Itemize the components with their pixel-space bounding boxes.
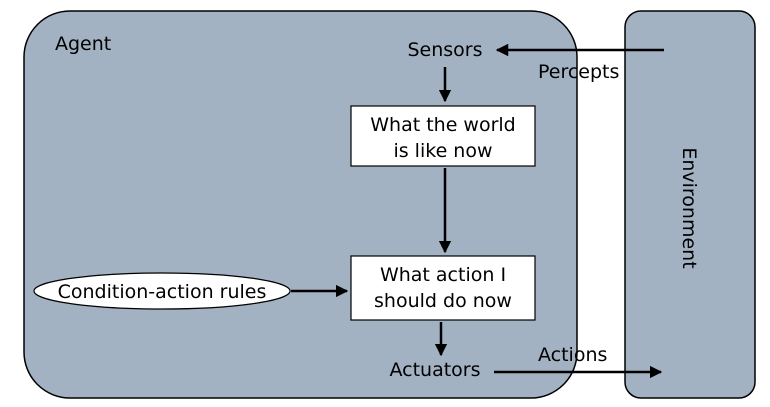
agent-label: Agent	[55, 33, 111, 55]
agent-container	[23, 10, 578, 399]
rules-label: Condition-action rules	[58, 281, 267, 303]
action-choice-box	[350, 255, 536, 321]
sensors-label: Sensors	[407, 39, 482, 61]
rules-ellipse	[33, 272, 291, 310]
world-state-line-2: is like now	[393, 140, 492, 162]
actuators-label: Actuators	[389, 359, 480, 381]
action-choice-line-1: What action I	[380, 264, 506, 286]
world-state-line-1: What the world	[370, 114, 516, 136]
action-choice-line-2: should do now	[374, 290, 512, 312]
edge-actions-label: Actions	[538, 344, 607, 366]
environment-container	[624, 10, 756, 399]
environment-label: Environment	[678, 147, 700, 268]
edge-percepts-label: Percepts	[538, 61, 619, 83]
world-state-box	[350, 105, 536, 167]
